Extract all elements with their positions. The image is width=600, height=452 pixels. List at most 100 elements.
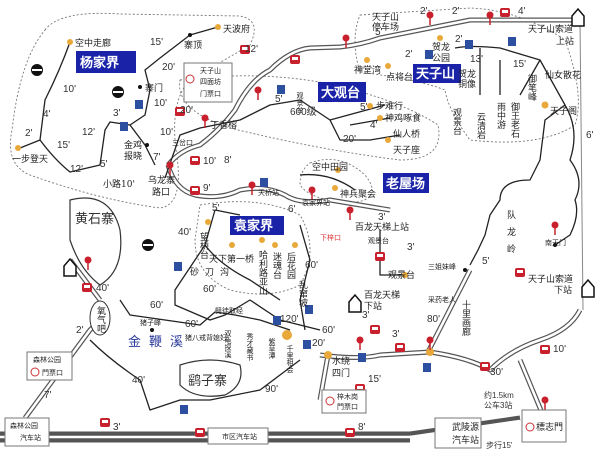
label-helong-park-2: 公园 (432, 53, 450, 64)
cable-station-icon (348, 293, 362, 313)
label-mihuntai: 迷魂台 (271, 251, 282, 280)
area-huangshizhai: 黄石寨 (75, 211, 114, 227)
bus-icon (395, 343, 405, 352)
toilet-icon (465, 40, 473, 49)
label-yubifeng: 御笔峰 (526, 73, 537, 101)
label-cable-bottom-2: 下站 (554, 284, 572, 296)
label-guanjingtai-4: 观景台 (388, 269, 415, 281)
info-zimugang-gate[interactable] (321, 389, 367, 414)
info-zimugang-line1: 梓木岗 (337, 392, 358, 401)
time-marker: 6' (586, 130, 594, 141)
label-shilihualang: 十里画廊 (460, 299, 471, 337)
bus-icon (345, 428, 355, 437)
time-marker: 12' (82, 127, 95, 138)
time-marker: 40' (178, 227, 191, 238)
label-yuanjiajie-station: 袁家界站 (302, 198, 330, 207)
label-shuanggui-tanxi: 双龟探溪 (224, 330, 232, 359)
toilet-icon (305, 305, 313, 314)
time-marker: 3' (378, 212, 386, 223)
toilet-icon (180, 405, 188, 414)
area-box-tianzishan (413, 64, 461, 83)
toilet-icon (174, 262, 182, 271)
label-tzs-parking: 天子山 (372, 12, 399, 23)
label-shenjizhuoshi: 神鸡啄食 (385, 112, 421, 124)
info-tzs-gate-line2: 四面坊 (200, 77, 221, 86)
time-marker: 12' (70, 164, 83, 175)
area-yaozizhai: 鹞子寨 (188, 373, 227, 389)
label-guanjingtai-2: 观景台 (296, 92, 304, 114)
toilet-icon (120, 122, 128, 131)
label-yuwanglaoshi: 御王老石 (509, 101, 520, 139)
time-marker: 5' (212, 203, 220, 214)
toilet-icon (135, 100, 143, 109)
time-marker: 10' (553, 344, 566, 355)
station-city-bus[interactable] (207, 427, 269, 445)
bus-icon (500, 8, 510, 17)
label-helong-park: 贺龙 (432, 41, 450, 53)
label-yuzhongyou: 雨中游 (495, 102, 506, 130)
label-tianbofu: 天波府 (223, 23, 250, 35)
label-xiazikou: 下梓口 (320, 233, 341, 242)
label-kongzhong-tianyuan: 空中田园 (312, 161, 348, 173)
area-labels: 杨家界 大观台 天子山 老屋场 袁家界 黄石寨 鹞子寨 金鞭溪 (69, 51, 461, 397)
area-box-daguantai (318, 82, 366, 102)
zone-yuanjiajie (194, 201, 311, 295)
label-xianrenqiao: 仙人桥 (393, 128, 420, 140)
info-tzs-gate[interactable] (183, 62, 233, 103)
time-marker: 2' (452, 6, 460, 17)
label-helong-statue-2: 铜像 (458, 78, 476, 90)
time-marker: 80' (427, 314, 440, 325)
time-marker: 3' (113, 422, 121, 433)
scenic-spot-markers (15, 24, 557, 359)
time-marker: 4' (370, 120, 378, 131)
label-pitu-qujing: 劈徒取经 (215, 306, 243, 315)
time-marker: 15' (57, 140, 70, 151)
time-marker: 10' (63, 84, 76, 95)
label-baoxiao: 报晓 (124, 150, 142, 162)
time-marker: 5' (360, 102, 368, 113)
bus-icon (190, 186, 200, 195)
station-forest-bus[interactable] (4, 417, 50, 447)
map-pin-icon (248, 181, 256, 195)
time-marker: 5' (375, 27, 383, 38)
time-marker: 60' (203, 284, 216, 295)
label-xiaolu: 小路10' (103, 178, 135, 190)
area-yangjiajie: 杨家界 (80, 55, 119, 71)
label-houhuayuan: 后花园 (285, 252, 296, 280)
time-marker: 20' (180, 105, 193, 116)
label-hallelujah-mountain: 哈利路亚山 (257, 249, 268, 295)
map-pin-icon (356, 336, 364, 350)
bus-icon (190, 156, 200, 165)
cable-station-icon (63, 257, 77, 277)
time-marker: 3' (113, 108, 121, 119)
time-marker: 2' (25, 128, 33, 139)
label-cable-top-2: 上站 (556, 35, 574, 47)
bus-icon (375, 252, 385, 261)
time-marker: 2' (420, 6, 428, 17)
time-marker: 10' (160, 127, 173, 138)
area-box-laowuchang (383, 173, 429, 193)
no-entry-icon (112, 86, 124, 98)
info-tzs-gate-line3: 门票口 (200, 89, 221, 98)
time-marker: 5' (100, 159, 108, 170)
area-yuanjiajie: 袁家界 (233, 218, 273, 234)
label-tianzizuo: 天子座 (393, 144, 420, 156)
time-marker: 7' (44, 390, 52, 401)
station-wulingyuan-bus[interactable] (434, 417, 482, 449)
toilet-icon (303, 340, 311, 349)
label-dianjiangtai: 点将台 (386, 71, 413, 83)
label-jinji: 金鸡 (124, 139, 142, 151)
spot-labels: 空中走廊 天波府 寨顶 寨门 一步登天 金鸡 报晓 小路10' 乌龙寨 路口 丁… (12, 12, 581, 450)
label-cable-bottom: 天子山索道 (528, 273, 573, 285)
time-marker: 3' (407, 242, 415, 253)
map-pin-icon (342, 34, 350, 48)
time-marker: 40' (96, 283, 109, 294)
label-dingxiangrong: 丁香榕 (210, 119, 237, 131)
station-city-bus-label: 市区汽车站 (222, 432, 257, 441)
time-marker: 60' (322, 325, 335, 336)
bus-icon (290, 55, 300, 64)
label-walk-time: 步行15' (486, 440, 513, 450)
map-pin-icon (426, 11, 434, 25)
